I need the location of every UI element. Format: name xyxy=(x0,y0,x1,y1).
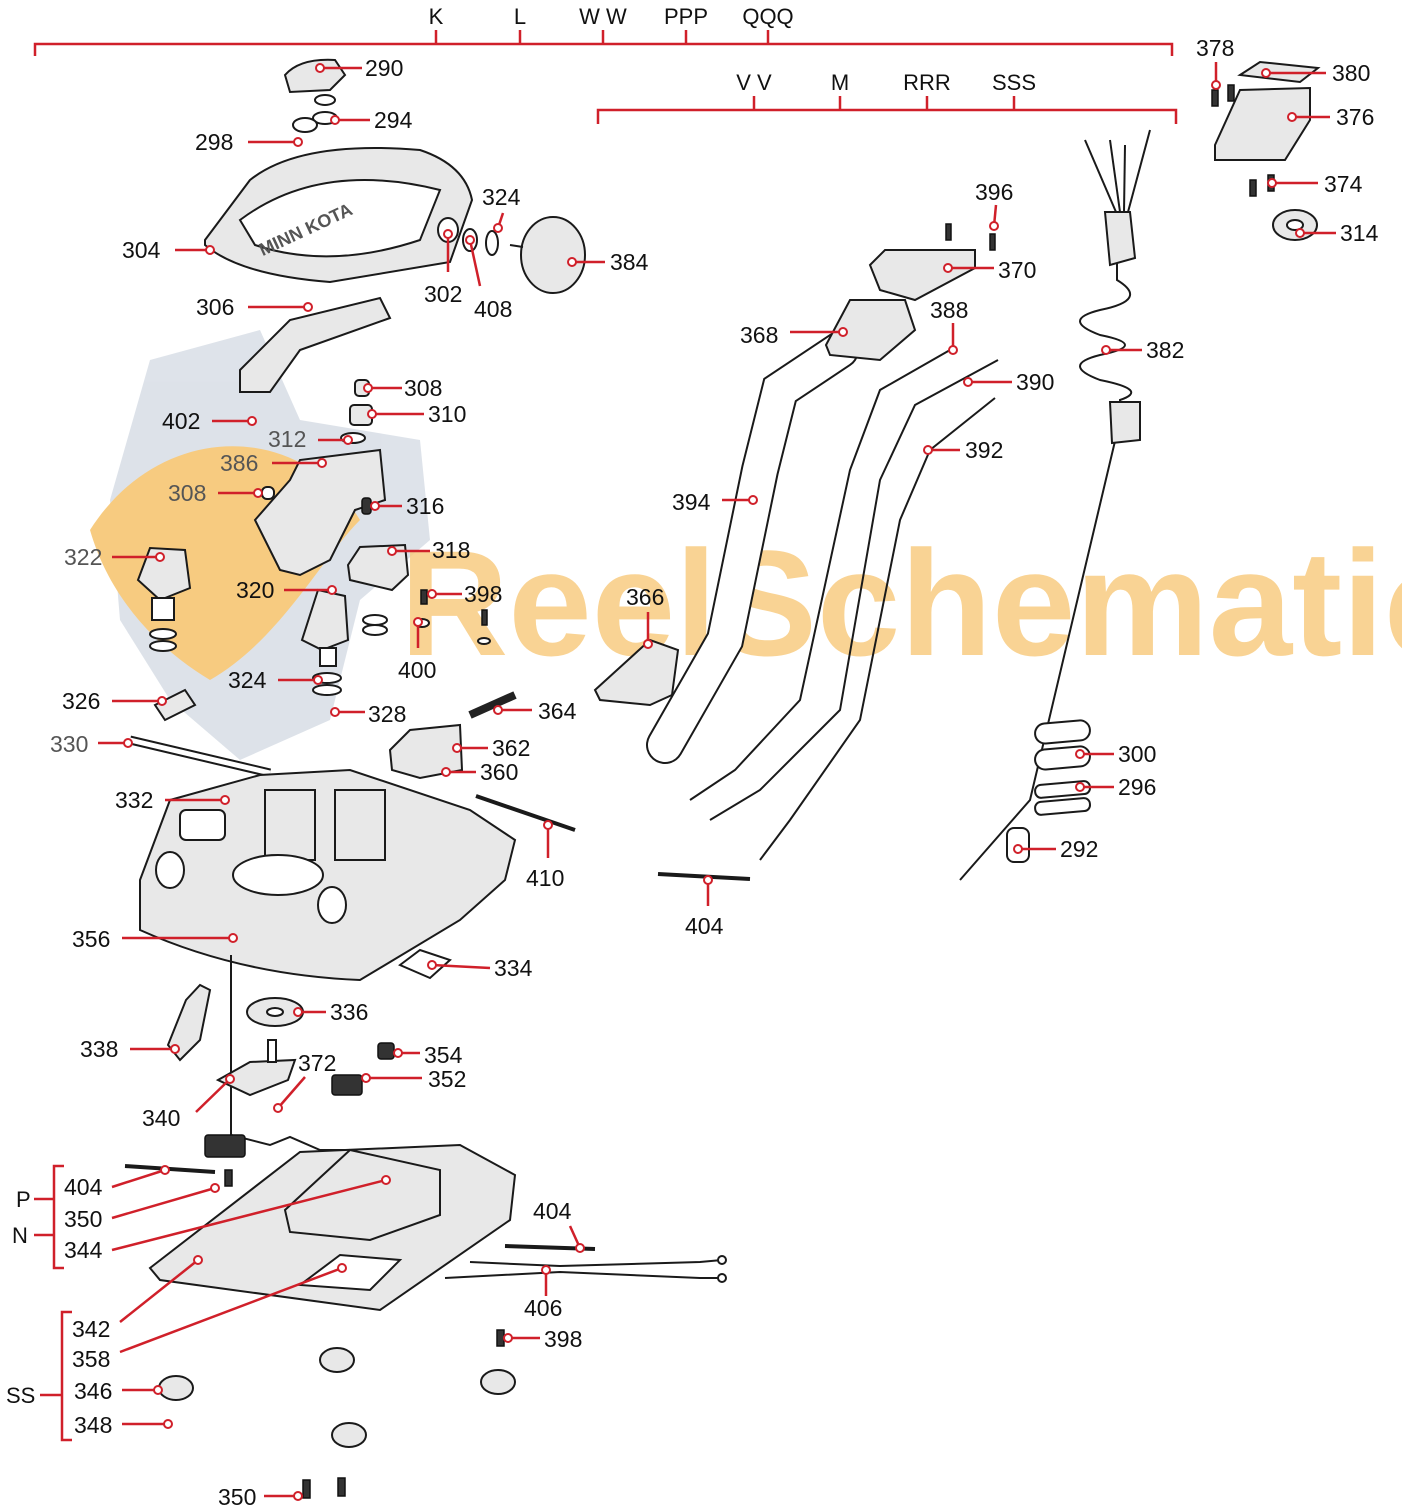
callout-370: 370 xyxy=(998,257,1036,283)
callout-392: 392 xyxy=(965,437,1003,463)
callout-404-left: 404 xyxy=(64,1174,103,1200)
callout-360: 360 xyxy=(480,759,518,785)
top-label-ww: W W xyxy=(579,4,627,29)
callout-364: 364 xyxy=(538,698,577,724)
callout-290: 290 xyxy=(365,55,403,81)
callout-380: 380 xyxy=(1332,60,1370,86)
callout-342: 342 xyxy=(72,1316,110,1342)
callout-410: 410 xyxy=(526,865,564,891)
second-label-vv: V V xyxy=(736,70,772,95)
callout-340: 340 xyxy=(142,1105,180,1131)
top-label-qqq: QQQ xyxy=(742,4,793,29)
callout-338: 338 xyxy=(80,1036,118,1062)
callout-320: 320 xyxy=(236,577,274,603)
callout-358: 358 xyxy=(72,1346,110,1372)
callout-384: 384 xyxy=(610,249,649,275)
group-label-p: P xyxy=(16,1187,31,1212)
callout-350-bottom: 350 xyxy=(218,1484,256,1510)
callout-398-bottom: 398 xyxy=(544,1326,582,1352)
callout-312: 312 xyxy=(268,426,306,452)
callout-386: 386 xyxy=(220,450,258,476)
callout-368: 368 xyxy=(740,322,778,348)
callout-310: 310 xyxy=(428,401,466,427)
callout-390: 390 xyxy=(1016,369,1054,395)
callout-332: 332 xyxy=(115,787,153,813)
callout-408: 408 xyxy=(474,296,512,322)
callout-324-top: 324 xyxy=(482,184,521,210)
callout-330: 330 xyxy=(50,731,88,757)
callout-352: 352 xyxy=(428,1066,466,1092)
callout-356: 356 xyxy=(72,926,110,952)
callout-388: 388 xyxy=(930,297,968,323)
callout-294: 294 xyxy=(374,107,413,133)
callout-leaders xyxy=(98,62,1336,1501)
callout-304: 304 xyxy=(122,237,161,263)
second-label-rrr: RRR xyxy=(903,70,951,95)
callout-306: 306 xyxy=(196,294,234,320)
callout-324-mid: 324 xyxy=(228,667,267,693)
callout-326: 326 xyxy=(62,688,100,714)
top-label-k: K xyxy=(429,4,444,29)
callout-404-center: 404 xyxy=(533,1198,572,1224)
callout-348: 348 xyxy=(74,1412,112,1438)
callout-406: 406 xyxy=(524,1295,562,1321)
callout-numbers: 290 294 298 304 306 302 408 324 384 308 … xyxy=(50,35,1379,1510)
callout-366: 366 xyxy=(626,584,664,610)
top-bracket: K L W W PPP QQQ xyxy=(33,4,1174,56)
callout-314: 314 xyxy=(1340,220,1379,246)
callout-372: 372 xyxy=(298,1050,336,1076)
callout-378: 378 xyxy=(1196,35,1234,61)
callout-296: 296 xyxy=(1118,774,1156,800)
callout-302: 302 xyxy=(424,281,462,307)
callout-354: 354 xyxy=(424,1042,463,1068)
callout-344: 344 xyxy=(64,1237,103,1263)
callout-350-left: 350 xyxy=(64,1206,102,1232)
top-label-ppp: PPP xyxy=(664,4,708,29)
callout-362: 362 xyxy=(492,735,530,761)
callout-404-right: 404 xyxy=(685,913,724,939)
callout-318: 318 xyxy=(432,537,470,563)
callout-308-top: 308 xyxy=(404,375,442,401)
callout-374: 374 xyxy=(1324,171,1363,197)
second-label-m: M xyxy=(831,70,849,95)
callout-292: 292 xyxy=(1060,836,1098,862)
callout-336: 336 xyxy=(330,999,368,1025)
callout-322: 322 xyxy=(64,544,102,570)
callout-328: 328 xyxy=(368,701,406,727)
callout-334: 334 xyxy=(494,955,533,981)
second-label-sss: SSS xyxy=(992,70,1036,95)
callout-376: 376 xyxy=(1336,104,1374,130)
callout-316: 316 xyxy=(406,493,444,519)
watermark-text: ReelSchematic xyxy=(400,519,1402,687)
callout-298: 298 xyxy=(195,129,233,155)
callout-346: 346 xyxy=(74,1378,112,1404)
callout-396: 396 xyxy=(975,179,1013,205)
callout-382: 382 xyxy=(1146,337,1184,363)
side-group-brackets: P N SS xyxy=(6,1164,72,1442)
callout-398-mid: 398 xyxy=(464,581,502,607)
callout-300: 300 xyxy=(1118,741,1156,767)
part-drawings: MINN KOTA xyxy=(124,58,1321,1499)
group-label-n: N xyxy=(12,1223,28,1248)
callout-402: 402 xyxy=(162,408,200,434)
callout-394: 394 xyxy=(672,489,711,515)
group-label-ss: SS xyxy=(6,1383,35,1408)
second-bracket: V V M RRR SSS xyxy=(596,70,1178,124)
callout-308-mid: 308 xyxy=(168,480,206,506)
callout-400: 400 xyxy=(398,657,436,683)
top-label-l: L xyxy=(514,4,526,29)
